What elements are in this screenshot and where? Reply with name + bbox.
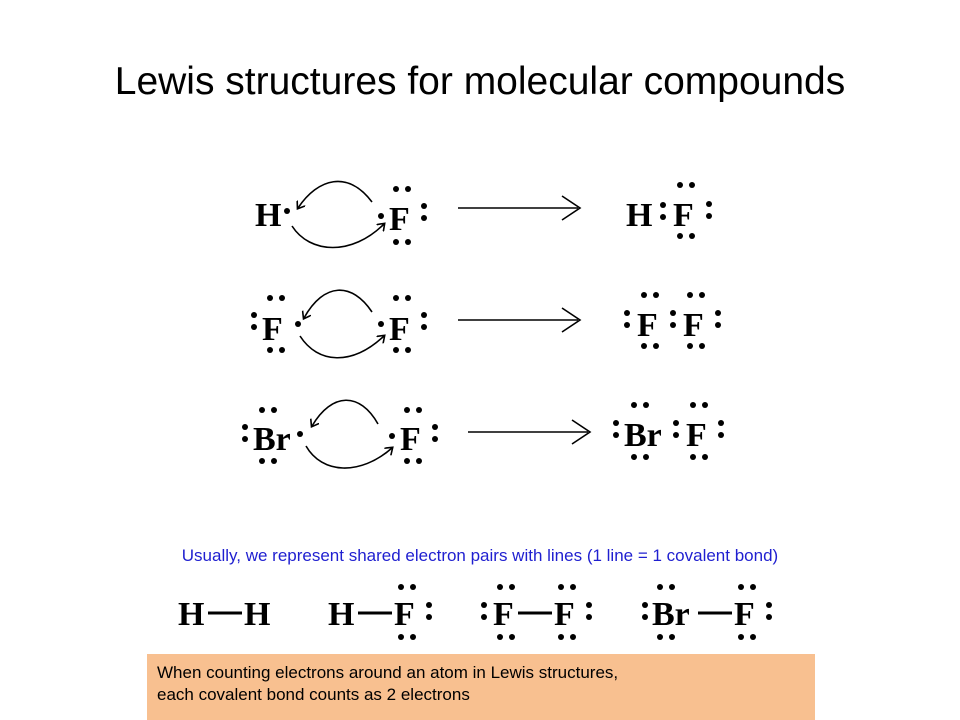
br-lone-pairs [242, 407, 303, 464]
f-lone-pairs [378, 186, 427, 245]
br-lone-pairs [642, 584, 675, 640]
product-atom-br: Br [624, 417, 662, 454]
f-lone-pairs [398, 584, 432, 640]
right-f-lone-pairs [378, 295, 427, 353]
reaction-arrow-head [561, 195, 582, 221]
left-f-lone-pairs [481, 584, 515, 640]
reaction-row-1: H F H F [255, 180, 712, 249]
counting-note-box: When counting electrons around an atom i… [147, 654, 815, 720]
electron-arrow-bottom [305, 445, 392, 469]
note-line-1: When counting electrons around an atom i… [157, 663, 619, 682]
electron-arrow-top [312, 399, 379, 426]
note-line-2: each covalent bond counts as 2 electrons [157, 685, 470, 704]
shared-pair-dots [670, 310, 676, 328]
atom-f: F [394, 596, 415, 633]
atom-h: H [255, 197, 281, 234]
atom-br: Br [652, 596, 690, 633]
structure-h-f: H F [328, 584, 432, 640]
electron-arrow-top [304, 289, 373, 318]
atom-f-right: F [389, 311, 410, 348]
reaction-arrow-head [561, 307, 582, 333]
shared-pair-dots [673, 420, 679, 438]
shared-pair-dots [660, 202, 666, 220]
f-lone-pairs [389, 407, 438, 464]
atom-f: F [389, 201, 410, 238]
product-atom-f: F [686, 417, 707, 454]
structure-f-f: F F [481, 584, 592, 640]
electron-arrow-bottom [299, 336, 384, 359]
product-f-lone-pairs [677, 182, 712, 239]
reaction-row-2: F F F F [251, 289, 721, 359]
atom-h-1: H [178, 596, 204, 633]
atom-h: H [328, 596, 354, 633]
atom-br: Br [253, 421, 291, 458]
electron-dot [284, 208, 290, 214]
product-br-lone-pairs [613, 402, 649, 460]
atom-f-right: F [554, 596, 575, 633]
atom-h-2: H [244, 596, 270, 633]
f-lone-pairs [738, 584, 772, 640]
atom-f: F [734, 596, 755, 633]
structure-h-h: H H [178, 596, 270, 633]
electron-arrow-bottom [291, 224, 384, 249]
lewis-reactions-diagram: H F H F F F [242, 180, 724, 469]
electron-arrow-top [298, 180, 373, 208]
bond-line-structures: H H H F F F [178, 584, 772, 640]
product-atom-f-left: F [637, 307, 658, 344]
right-f-lone-pairs [558, 584, 592, 640]
structure-br-f: Br F [642, 584, 772, 640]
reaction-row-3: Br F Br F [242, 399, 724, 469]
product-atom-h: H [626, 197, 652, 234]
atom-f-left: F [493, 596, 514, 633]
product-atom-f: F [673, 197, 694, 234]
bond-line-explanation: Usually, we represent shared electron pa… [181, 546, 779, 565]
slide-title: Lewis structures for molecular compounds [114, 60, 846, 103]
left-f-lone-pairs [251, 295, 301, 353]
atom-f-left: F [262, 311, 283, 348]
product-right-f-lone-pairs [687, 292, 721, 349]
atom-f: F [400, 421, 421, 458]
product-left-f-lone-pairs [624, 292, 659, 349]
product-atom-f-right: F [683, 307, 704, 344]
product-f-lone-pairs [690, 402, 724, 460]
reaction-arrow-head [571, 419, 592, 445]
